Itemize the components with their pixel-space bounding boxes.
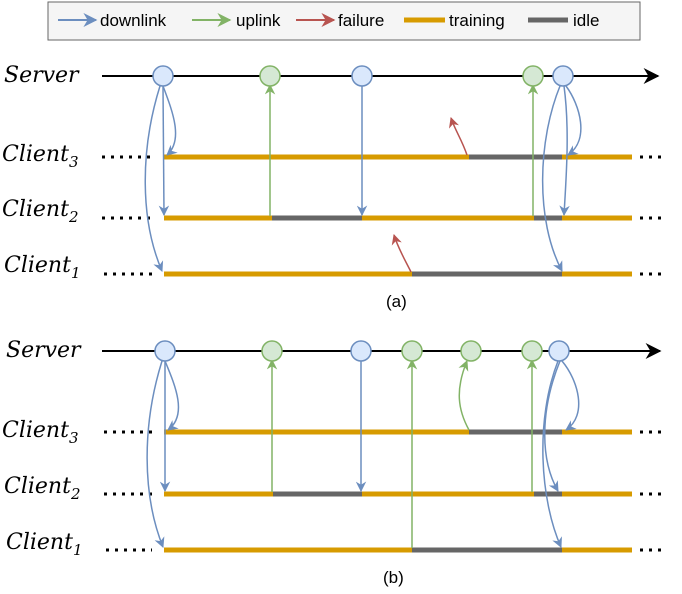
legend-label-failure: failure [338,11,384,30]
client3-label-b: Client3 [2,418,78,447]
client2-label-b: Client2 [4,474,80,503]
caption-a: (a) [386,292,407,311]
downlink-node [350,340,372,362]
legend-item-training: training [404,11,505,30]
legend-item-downlink: downlink [58,11,167,30]
client1-label-b: Client1 [6,530,82,559]
uplink-arrow [458,360,470,431]
panel-b: Server Client3 Client2 Client1 [2,338,662,587]
legend-item-uplink: uplink [192,11,281,30]
server-label-a: Server [4,63,80,88]
failure-arrow [391,233,412,273]
legend-label-uplink: uplink [236,11,281,30]
uplink-node [460,340,482,362]
caption-b: (b) [383,568,404,587]
downlink-arrow [559,85,570,217]
legend-label-idle: idle [573,11,599,30]
failure-arrow [449,117,468,156]
uplink-node [521,340,543,362]
client1-label-a: Client1 [4,253,80,282]
legend-label-downlink: downlink [100,11,167,30]
downlink-arrow [544,360,561,492]
uplink-node [261,340,283,362]
client3-label-a: Client3 [2,142,78,171]
downlink-arrow [542,360,562,548]
downlink-arrow [162,85,178,156]
downlink-node [552,65,574,87]
downlink-arrow [541,85,563,272]
legend-item-failure: failure [296,11,384,30]
downlink-arrow [158,85,170,217]
uplink-node [259,65,281,87]
downlink-node [548,340,570,362]
uplink-node [522,65,544,87]
client2-label-a: Client2 [2,197,78,226]
downlink-arrow [561,360,580,431]
downlink-arrow [144,85,164,272]
downlink-node [152,65,174,87]
uplink-node [401,340,423,362]
legend: downlink uplink failure training idle [47,1,641,41]
downlink-node [154,340,176,362]
panel-a: Server Client3 Client2 Client1 [2,63,662,311]
server-label-b: Server [6,338,82,363]
downlink-arrow [164,360,180,431]
downlink-arrow [146,360,165,548]
downlink-arrow [565,85,582,156]
legend-item-idle: idle [528,11,599,30]
downlink-node [351,65,373,87]
legend-label-training: training [449,11,505,30]
